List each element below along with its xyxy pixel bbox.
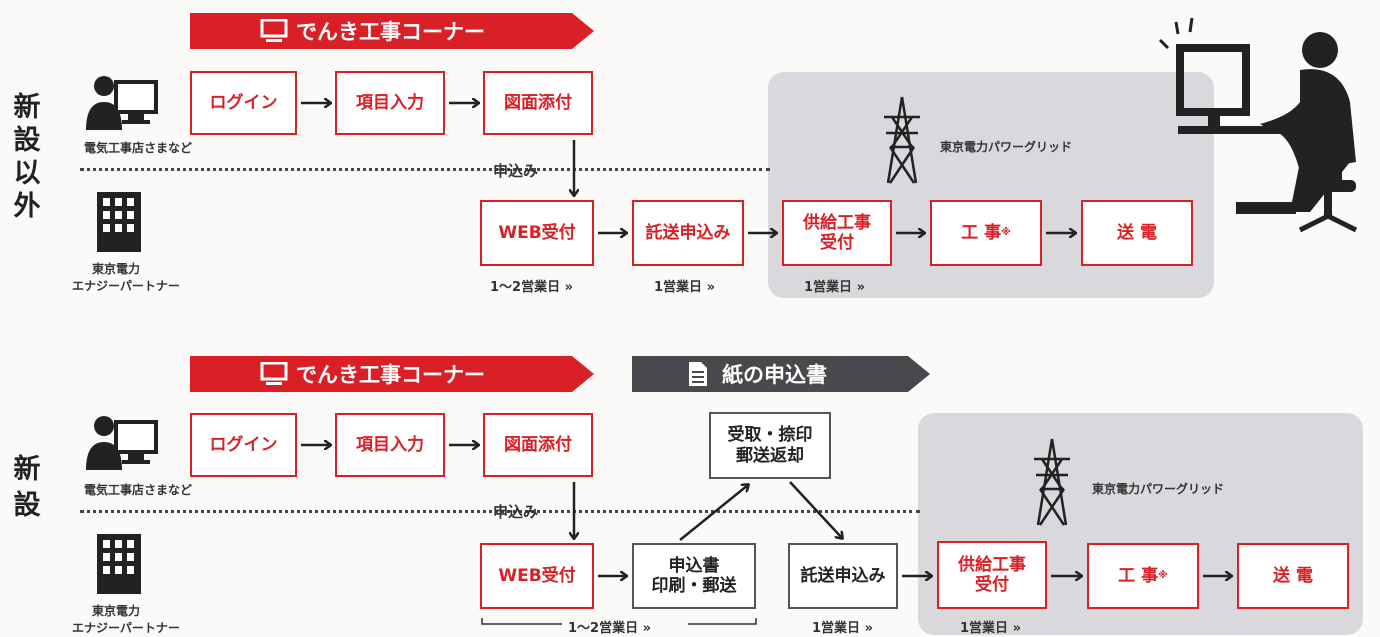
section-label-non-new: 新設以外: [13, 92, 41, 222]
office-building-icon: [97, 192, 141, 252]
step-input-bottom: 項目入力: [335, 413, 445, 477]
banner-label: でんき工事コーナー: [296, 363, 485, 387]
step-work-top: 工 事※: [930, 200, 1042, 266]
duration-supply-top: 1営業日 »: [804, 280, 865, 295]
step-work-bottom: 工 事※: [1087, 543, 1199, 609]
duration-web-top: 1～2営業日 »: [490, 280, 574, 295]
step-input-top: 項目入力: [335, 71, 445, 135]
worker-at-desk-icon: [1158, 17, 1358, 233]
web-corner-banner-top: でんき工事コーナー: [190, 13, 594, 49]
supply-line-2: 受付: [820, 233, 854, 253]
power-tower-icon: [1034, 438, 1070, 526]
supply-line-1: 供給工事: [803, 212, 871, 233]
divider-dotted-bottom: [80, 510, 920, 513]
print-line-2: 印刷・郵送: [651, 576, 737, 596]
apply-label-bottom: 申込み: [493, 503, 539, 521]
step-attach-bottom: 図面添付: [483, 413, 593, 477]
step-print-mail: 申込書 印刷・郵送: [632, 543, 756, 609]
person-computer-icon: [86, 416, 158, 470]
step-attach-top: 図面添付: [483, 71, 593, 135]
work-label: 工 事: [961, 222, 1002, 243]
step-power-bottom: 送 電: [1237, 543, 1349, 609]
duration-takuso-bottom: 1営業日 »: [812, 621, 873, 636]
step-supply-top: 供給工事 受付: [782, 200, 892, 266]
power-tower-icon: [884, 96, 920, 184]
step-power-top: 送 電: [1081, 200, 1193, 266]
section-label-new: 新設: [13, 454, 41, 522]
work-mark: ※: [1158, 570, 1168, 581]
partner-label-1-top: 東京電力: [92, 262, 141, 276]
banner-label: でんき工事コーナー: [296, 20, 485, 44]
step-receive-return: 受取・捺印 郵送返却: [709, 412, 831, 479]
step-supply-bottom: 供給工事 受付: [937, 541, 1047, 609]
receive-line-1: 受取・捺印: [727, 425, 813, 446]
work-label: 工 事: [1118, 565, 1159, 586]
duration-takuso-top: 1営業日 »: [654, 280, 715, 295]
receive-line-2: 郵送返却: [736, 445, 804, 466]
grid-label-top: 東京電力パワーグリッド: [940, 140, 1073, 154]
step-login-top: ログイン: [190, 71, 297, 135]
monitor-icon: [260, 19, 288, 43]
web-corner-banner-bottom: でんき工事コーナー: [190, 356, 594, 392]
step-web-bottom: WEB受付: [480, 543, 594, 609]
partner-label-1-bottom: 東京電力: [92, 604, 141, 618]
work-mark: ※: [1001, 227, 1011, 238]
grid-label-bottom: 東京電力パワーグリッド: [1092, 482, 1225, 496]
office-building-icon: [97, 534, 141, 594]
step-login-bottom: ログイン: [190, 413, 297, 477]
person-computer-icon: [86, 76, 158, 130]
document-icon: [688, 361, 708, 387]
supply-line-1: 供給工事: [958, 554, 1026, 575]
step-takuso-bottom: 託送申込み: [788, 543, 898, 609]
duration-web-bottom: 1～2営業日 »: [568, 621, 652, 636]
step-takuso-top: 託送申込み: [632, 200, 744, 266]
monitor-icon: [260, 362, 288, 386]
print-line-1: 申込書: [668, 555, 720, 576]
partner-label-2-bottom: エナジーパートナー: [72, 621, 180, 635]
user-label-top: 電気工事店さまなど: [84, 141, 193, 155]
partner-label-2-top: エナジーパートナー: [72, 279, 180, 293]
step-web-top: WEB受付: [480, 200, 594, 266]
paper-form-banner: 紙の申込書: [632, 356, 930, 392]
divider-dotted-top: [80, 168, 770, 171]
supply-line-2: 受付: [975, 575, 1009, 595]
apply-label-top: 申込み: [493, 162, 539, 180]
user-label-bottom: 電気工事店さまなど: [84, 483, 193, 497]
duration-supply-bottom: 1営業日 »: [960, 621, 1021, 636]
banner-label: 紙の申込書: [722, 363, 827, 387]
